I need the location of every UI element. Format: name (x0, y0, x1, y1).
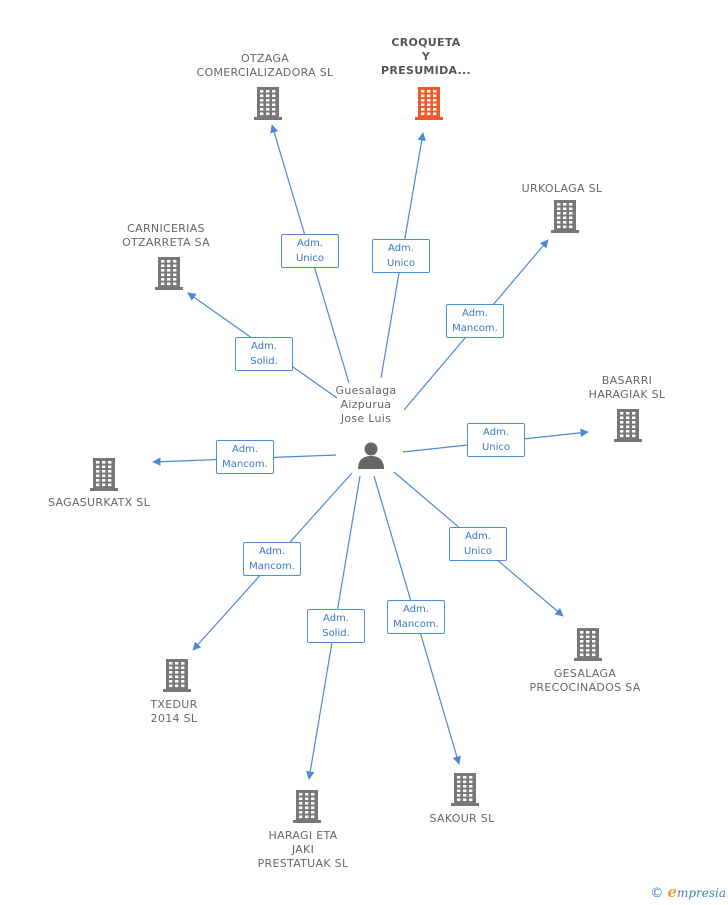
brand-logo-initial: e (667, 883, 677, 901)
building-icon[interactable] (450, 772, 480, 806)
company-name-line: URKOLAGA SL (521, 182, 603, 195)
company-name-urkolaga[interactable]: URKOLAGA SL (522, 182, 603, 196)
role-label-line: Solid. (322, 628, 350, 639)
building-icon[interactable] (550, 199, 580, 233)
role-label-gesalaga: Adm. Unico (449, 527, 507, 561)
company-name-line: CARNICERIAS (127, 222, 205, 235)
role-label-line: Mancom. (222, 459, 268, 470)
brand-logo-text: mpresia (676, 886, 726, 900)
role-label-line: Adm. (297, 238, 323, 249)
role-label-sakour: Adm. Mancom. (387, 600, 445, 634)
role-label-line: Adm. (462, 308, 488, 319)
building-icon[interactable] (162, 658, 192, 692)
company-name-line: PRESUMIDA... (381, 64, 471, 77)
role-label-urkolaga: Adm. Mancom. (446, 304, 504, 338)
company-name-line: HARAGIAK SL (588, 388, 666, 401)
role-label-line: Unico (481, 442, 511, 453)
company-name-line: BASARRI (601, 374, 653, 387)
role-label-carnicerias: Adm. Solid. (235, 337, 293, 371)
role-label-line: Adm. (251, 341, 277, 352)
role-label-line: Adm. (483, 427, 509, 438)
company-name-line: OTZARRETA SA (122, 236, 210, 249)
role-label-line: Adm. (323, 613, 349, 624)
company-name-line: TXEDUR (150, 698, 198, 711)
role-label-line: Adm. (465, 531, 491, 542)
building-icon-highlighted[interactable] (414, 86, 444, 120)
building-icon[interactable] (154, 256, 184, 290)
company-name-line: HARAGI ETA (268, 829, 338, 842)
company-name-line: SAGASURKATX SL (48, 496, 150, 509)
person-name-line: Aizpurua (340, 398, 392, 411)
company-name-line: OTZAGA (240, 52, 290, 65)
role-label-line: Adm. (259, 546, 285, 557)
role-label-line: Adm. (403, 604, 429, 615)
role-label-line: Mancom. (452, 323, 498, 334)
company-name-line: PRECOCINADOS SA (529, 681, 641, 694)
company-name-line: PRESTATUAK SL (257, 857, 349, 870)
role-label-croqueta: Adm. Unico (372, 239, 430, 273)
role-label-line: Mancom. (393, 619, 439, 630)
role-label-otzaga: Adm. Unico (281, 234, 339, 268)
building-icon[interactable] (573, 627, 603, 661)
role-label-haragieta: Adm. Solid. (307, 609, 365, 643)
copyright-symbol: © (650, 886, 664, 901)
company-name-line: 2014 SL (150, 712, 198, 725)
role-label-line: Adm. (232, 444, 258, 455)
company-name-line: CROQUETA (391, 36, 461, 49)
role-label-line: Mancom. (249, 561, 295, 572)
role-label-basarri: Adm. Unico (467, 423, 525, 457)
role-label-line: Unico (386, 258, 416, 269)
company-name-sagasurkatx[interactable]: SAGASURKATX SL (48, 496, 150, 510)
role-label-line: Adm. (388, 243, 414, 254)
building-icon[interactable] (613, 408, 643, 442)
company-name-line: SAKOUR SL (429, 812, 495, 825)
person-icon[interactable] (356, 440, 386, 470)
building-icon[interactable] (89, 457, 119, 491)
company-name-line: Y (421, 50, 431, 63)
role-label-line: Solid. (250, 356, 278, 367)
person-name-line: Jose Luis (340, 412, 392, 425)
role-label-line: Unico (463, 546, 493, 557)
building-icon[interactable] (253, 86, 283, 120)
role-label-txedur: Adm. Mancom. (243, 542, 301, 576)
footer-brand: ©empresia (650, 883, 726, 901)
company-name-line: JAKI (291, 843, 315, 856)
building-icon[interactable] (292, 789, 322, 823)
role-label-line: Unico (295, 253, 325, 264)
person-name-line: Guesalaga (335, 384, 397, 397)
company-name-sakour[interactable]: SAKOUR SL (430, 812, 495, 826)
role-label-sagasurkatx: Adm. Mancom. (216, 440, 274, 474)
company-name-line: COMERCIALIZADORA SL (196, 66, 334, 79)
company-name-line: GESALAGA (553, 667, 617, 680)
